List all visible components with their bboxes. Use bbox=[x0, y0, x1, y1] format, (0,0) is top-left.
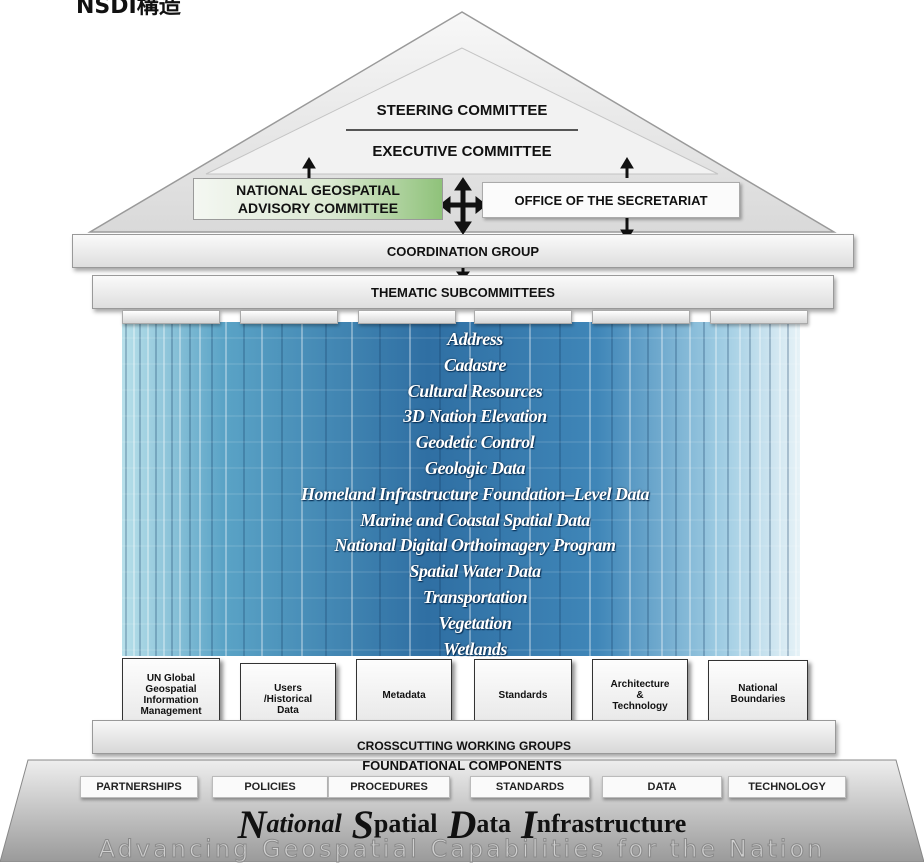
header-text: NSDI構造 bbox=[76, 0, 181, 19]
component-tag: DATA bbox=[602, 776, 722, 798]
column-flutes bbox=[122, 322, 800, 656]
theme-item: Homeland Infrastructure Foundation–Level… bbox=[300, 483, 650, 504]
working-group-box: UN Global Geospatial Information Managem… bbox=[122, 658, 220, 732]
foundational-components: FOUNDATIONAL COMPONENTS bbox=[362, 757, 562, 773]
column-capital bbox=[592, 310, 690, 324]
column-capital bbox=[358, 310, 456, 324]
crosscutting-working-groups: CROSSCUTTING WORKING GROUPS bbox=[92, 720, 836, 754]
theme-item: Cultural Resources bbox=[407, 380, 543, 401]
title-word-national: ational bbox=[266, 809, 342, 838]
steering-committee: STEERING COMMITTEE bbox=[376, 101, 548, 119]
working-group-box: National Boundaries bbox=[708, 660, 808, 728]
column-block bbox=[122, 322, 800, 656]
component-tag: PARTNERSHIPS bbox=[80, 776, 198, 798]
title-word-spatial: patial bbox=[373, 809, 438, 838]
theme-item: Marine and Coastal Spatial Data bbox=[360, 509, 590, 530]
theme-item: Address bbox=[447, 329, 503, 349]
ngac-box: NATIONAL GEOSPATIAL ADVISORY COMMITTEE bbox=[193, 178, 443, 220]
executive-committee: EXECUTIVE COMMITTEE bbox=[372, 142, 552, 160]
column-capital bbox=[474, 310, 572, 324]
component-tag: PROCEDURES bbox=[328, 776, 450, 798]
title-cap-i: I bbox=[521, 801, 537, 847]
pediment-inner bbox=[205, 47, 719, 175]
theme-item: Transportation bbox=[422, 587, 528, 607]
component-tag: POLICIES bbox=[212, 776, 328, 798]
working-group-box: Architecture & Technology bbox=[592, 659, 688, 731]
secretariat-box: OFFICE OF THE SECRETARIAT bbox=[482, 182, 740, 218]
theme-item: Geologic Data bbox=[425, 458, 525, 478]
title-word-data: ata bbox=[476, 809, 512, 838]
theme-item: 3D Nation Elevation bbox=[403, 406, 547, 427]
theme-item: Vegetation bbox=[438, 612, 512, 633]
column-capital bbox=[710, 310, 808, 324]
component-tag: TECHNOLOGY bbox=[728, 776, 846, 798]
theme-item: Spatial Water Data bbox=[409, 561, 541, 582]
thematic-subcommittees: THEMATIC SUBCOMMITTEES bbox=[92, 275, 834, 309]
theme-item: Cadastre bbox=[443, 354, 507, 375]
theme-item: Wetlands bbox=[443, 638, 507, 659]
theme-item: Geodetic Control bbox=[415, 432, 535, 453]
column-capital bbox=[240, 310, 338, 324]
title-cap-s: S bbox=[351, 801, 374, 847]
component-tag: STANDARDS bbox=[470, 776, 590, 798]
tagline: Advancing Geospatial Capabilities for th… bbox=[98, 835, 826, 863]
title-cap-d: D bbox=[447, 801, 477, 847]
title-cap-n: N bbox=[237, 801, 267, 847]
column-capital bbox=[122, 310, 220, 324]
title-word-infrastructure: nfrastructure bbox=[536, 809, 687, 838]
coordination-group: COORDINATION GROUP bbox=[72, 234, 854, 268]
theme-item: National Digital Orthoimagery Program bbox=[334, 535, 616, 556]
working-group-box: Standards bbox=[474, 659, 572, 731]
